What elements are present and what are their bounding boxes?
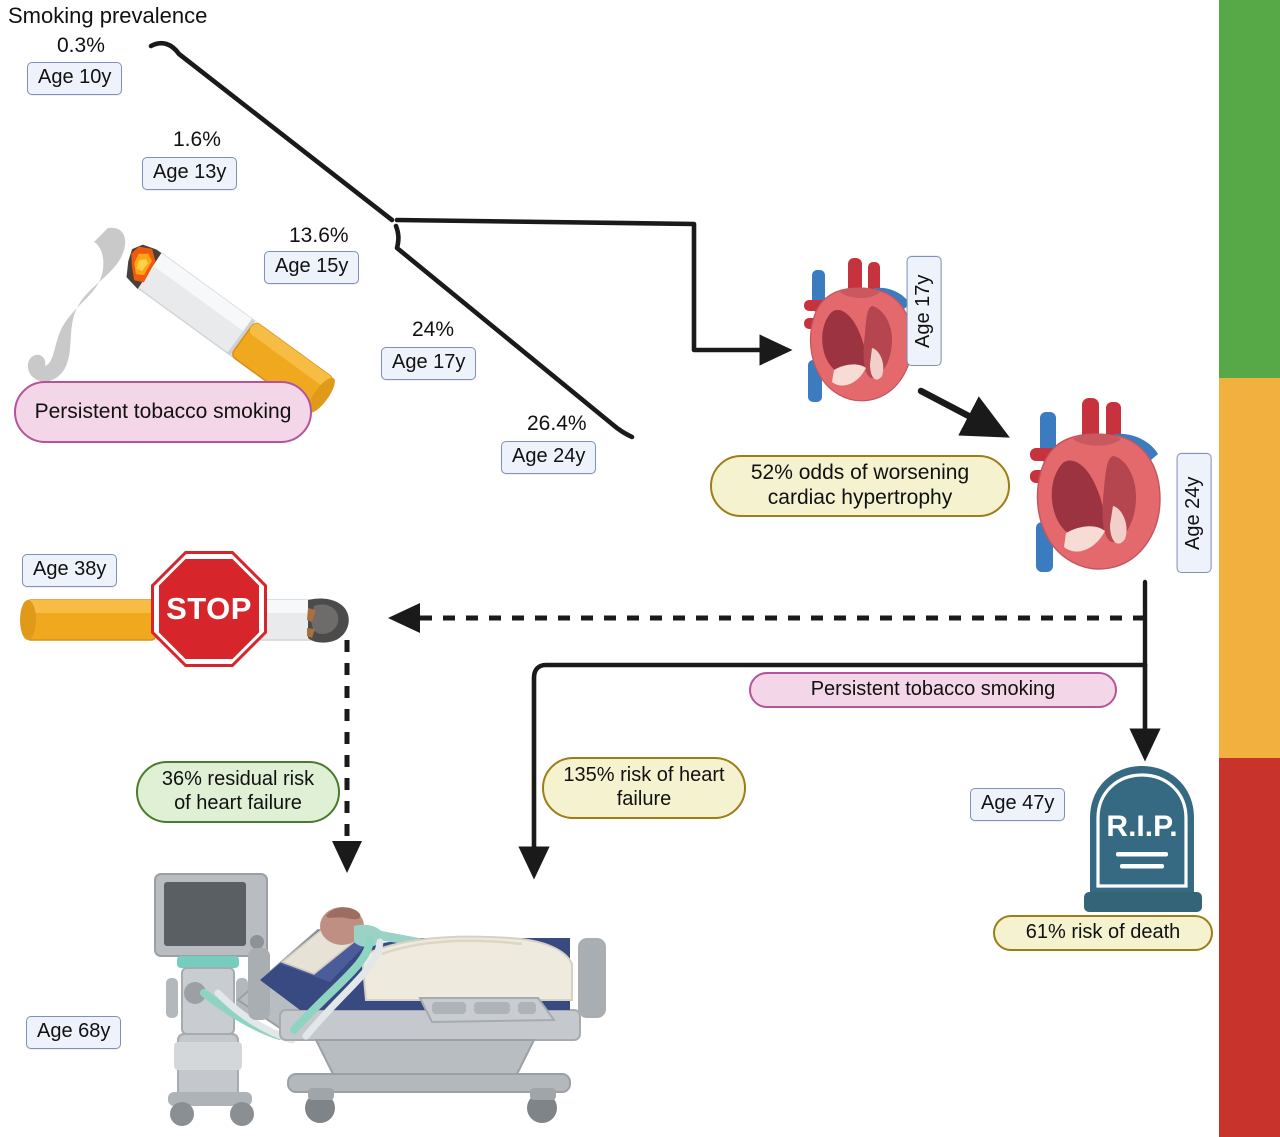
age-chip-heart-17y[interactable]: Age 17y bbox=[907, 256, 942, 366]
age-chip-hospital-68y[interactable]: Age 68y bbox=[26, 1016, 122, 1049]
death-risk-pill[interactable]: 61% risk of death bbox=[993, 915, 1213, 951]
heart-age-24-illustration bbox=[1030, 398, 1161, 572]
prevalence-trend-line bbox=[148, 40, 395, 223]
age-chip-24y[interactable]: Age 24y bbox=[501, 441, 597, 474]
severity-segment-high bbox=[1219, 758, 1280, 1137]
exposure-pill-bottom[interactable]: Persistent tobacco smoking bbox=[749, 672, 1117, 708]
heart-progression-arrow bbox=[917, 387, 1010, 438]
prevalence-percent-15y: 13.6% bbox=[289, 224, 349, 247]
hypertrophy-outcome-pill[interactable]: 52% odds of worsening cardiac hypertroph… bbox=[710, 455, 1010, 517]
age-chip-10y[interactable]: Age 10y bbox=[27, 62, 123, 95]
prevalence-percent-10y: 0.3% bbox=[57, 34, 105, 57]
prevalence-percent-24y: 26.4% bbox=[527, 412, 587, 435]
age-chip-17y[interactable]: Age 17y bbox=[381, 347, 477, 380]
prevalence-percent-17y: 24% bbox=[412, 318, 455, 341]
prevalence-percent-13y: 1.6% bbox=[173, 128, 221, 151]
cigarette-body bbox=[126, 244, 335, 413]
ventilator bbox=[154, 873, 296, 1126]
age-chip-15y[interactable]: Age 15y bbox=[264, 251, 360, 284]
persistent-hf-arrow bbox=[518, 662, 1148, 880]
hospital-bed-illustration bbox=[154, 873, 606, 1126]
tombstone-rip-text: R.I.P. bbox=[1106, 810, 1177, 843]
persistent-heart-failure-pill[interactable]: 135% risk of heart failure bbox=[542, 757, 746, 819]
residual-heart-failure-pill[interactable]: 36% residual risk of heart failure bbox=[136, 761, 340, 823]
heart-age-17-illustration bbox=[804, 258, 913, 402]
age-chip-13y[interactable]: Age 13y bbox=[142, 157, 238, 190]
hospital-bed bbox=[236, 907, 606, 1123]
age-chip-death-47y[interactable]: Age 47y bbox=[970, 788, 1066, 821]
lit-cigarette-illustration bbox=[27, 227, 335, 413]
age-chip-quit-38y[interactable]: Age 38y bbox=[22, 554, 118, 587]
severity-segment-moderate bbox=[1219, 378, 1280, 758]
stop-sign: STOP bbox=[151, 551, 267, 667]
age-chip-heart-24y[interactable]: Age 24y bbox=[1177, 453, 1212, 573]
severity-segment-low bbox=[1219, 0, 1280, 378]
branch-to-heart-arrow bbox=[394, 217, 793, 366]
exposure-pill-left[interactable]: Persistent tobacco smoking bbox=[14, 381, 312, 443]
page-title: Smoking prevalence bbox=[8, 3, 208, 28]
prevalence-trend-line-lower bbox=[393, 223, 635, 440]
stop-sign-label: STOP bbox=[166, 591, 252, 626]
tombstone-illustration: R.I.P. bbox=[1084, 766, 1202, 912]
stop-sign-inner bbox=[157, 557, 261, 661]
smoke-plume bbox=[27, 227, 126, 382]
